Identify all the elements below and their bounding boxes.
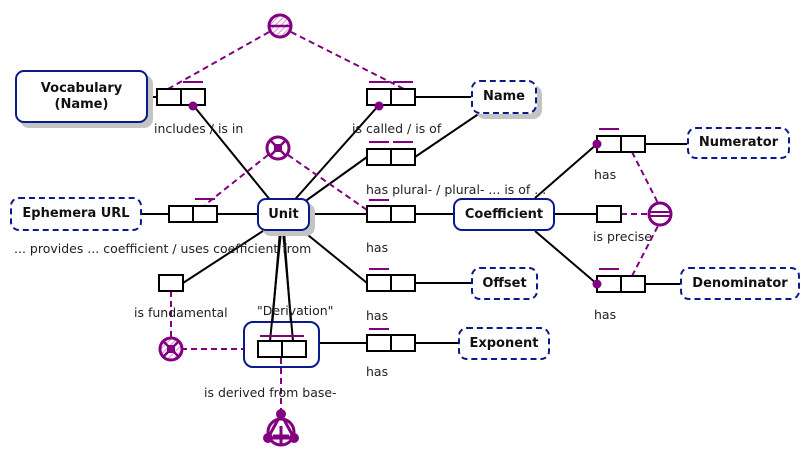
role-line [299,156,368,206]
ring-constraint-icon [263,409,299,447]
exclusion-constraint-icon [267,13,293,39]
derivation-label: "Derivation" [257,303,334,318]
entity-coefficient[interactable]: Coefficient [453,198,555,231]
fact-label-is-fundamental: is fundamental [134,305,228,320]
exclusive-or-constraint-2-icon [158,336,184,362]
equality-constraint-icon [647,201,673,227]
fact-role [390,274,416,292]
fact-label-unit-has-coefficient: has [366,240,389,255]
role-line [289,104,380,206]
fact-role [156,88,182,106]
fact-role [366,334,392,352]
entity-label: Vocabulary [40,80,123,96]
entity-name[interactable]: Name [471,80,537,114]
fact-role [168,205,194,223]
entity-label: Unit [268,206,299,222]
fact-role [158,274,184,292]
fact-role [192,205,218,223]
entity-numerator[interactable]: Numerator [687,127,790,159]
fact-role [596,205,622,223]
fact-label-numerator-has: has [594,167,617,182]
entity-vocabulary[interactable]: Vocabulary (Name) [15,70,148,123]
fact-label-is-derived: is derived from base- [204,385,337,400]
entity-exponent[interactable]: Exponent [458,327,550,360]
fact-label-has-offset: has [366,308,389,323]
fact-label-has-plural: has plural- / plural- ... is of ... [366,182,547,197]
fact-role [390,148,416,166]
role-line [182,230,264,284]
fact-role [390,205,416,223]
entity-label: Denominator [692,275,788,291]
fact-label-is-called: is called / is of [352,121,442,136]
fact-label-includes: includes / is in [154,121,244,136]
entity-label: Ephemera URL [22,206,130,221]
entity-label: (Name) [54,96,109,112]
fact-role [390,88,416,106]
role-line [192,104,281,213]
fact-role [366,148,392,166]
entity-label: Coefficient [464,206,544,222]
role-line [534,143,598,199]
fact-role [620,275,646,293]
fact-role [366,274,392,292]
fact-label-is-precise: is precise [593,229,652,244]
entity-label: Numerator [698,135,779,150]
entity-label: Exponent [469,335,539,351]
fact-label-provides-coefficient: ... provides ... coefficient / uses coef… [14,241,312,256]
fact-label-denominator-has: has [594,307,617,322]
entity-offset[interactable]: Offset [471,267,538,300]
role-line [414,112,481,158]
entity-ephemera-url[interactable]: Ephemera URL [10,197,142,231]
fact-role [390,334,416,352]
fact-role [366,205,392,223]
entity-label: Name [482,89,525,104]
role-line [302,230,368,284]
entity-unit[interactable]: Unit [257,198,310,231]
entity-label: Offset [482,275,527,291]
fact-label-has-exponent: has [366,364,389,379]
exclusive-or-constraint-icon [265,135,291,161]
role-line [534,230,598,285]
entity-denominator[interactable]: Denominator [680,267,800,300]
fact-role [620,135,646,153]
